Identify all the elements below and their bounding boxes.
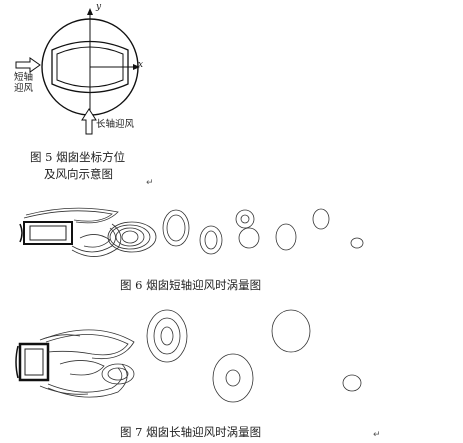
figure-7-vortex-1 (146, 309, 188, 363)
y-axis-arrow-icon (87, 8, 93, 15)
chimney-outer-outline (51, 40, 129, 94)
figure-7-chimney-block (15, 342, 50, 382)
figure-6-vortex-3 (235, 209, 255, 229)
figure-6-vortex-2 (199, 225, 223, 255)
figure-6-chimney-block (19, 221, 73, 245)
paragraph-mark-icon: ↵ (373, 430, 381, 440)
x-axis-label: x (138, 60, 144, 70)
figure-6-caption: 图 6 烟囱短轴迎风时涡量图 (120, 278, 262, 292)
chimney-inner-outline (56, 46, 124, 88)
figure-5-caption-line-1: 图 5 烟囱坐标方位 (30, 150, 126, 164)
figure-6-vortex-7 (350, 237, 364, 249)
short-axis-wind-arrow-icon (15, 57, 41, 73)
figure-5-caption-line-2: 及风向示意图 (44, 167, 113, 181)
figure-6-vortex-4 (238, 227, 260, 249)
short-axis-wind-label: 短轴 迎风 (14, 72, 34, 94)
figure-6-near-wake (23, 207, 157, 257)
y-axis-label: y (96, 2, 102, 12)
paragraph-mark-icon: ↵ (146, 178, 154, 188)
figure-7-vortex-4 (342, 374, 362, 392)
figure-6-vortex-1 (162, 209, 190, 247)
figure-7-vortex-3 (271, 309, 311, 353)
figure-7-vortex-2 (212, 353, 254, 403)
figure-6-vortex-5 (275, 223, 297, 251)
figure-6-vortex-6 (312, 208, 330, 230)
figure-7-caption: 图 7 烟囱长轴迎风时涡量图 (120, 425, 262, 439)
long-axis-wind-arrow-icon (81, 108, 97, 135)
long-axis-wind-label: 长轴迎风 (96, 119, 135, 130)
x-axis-arrow-icon (133, 64, 140, 70)
figure-7-near-wake (39, 329, 135, 398)
